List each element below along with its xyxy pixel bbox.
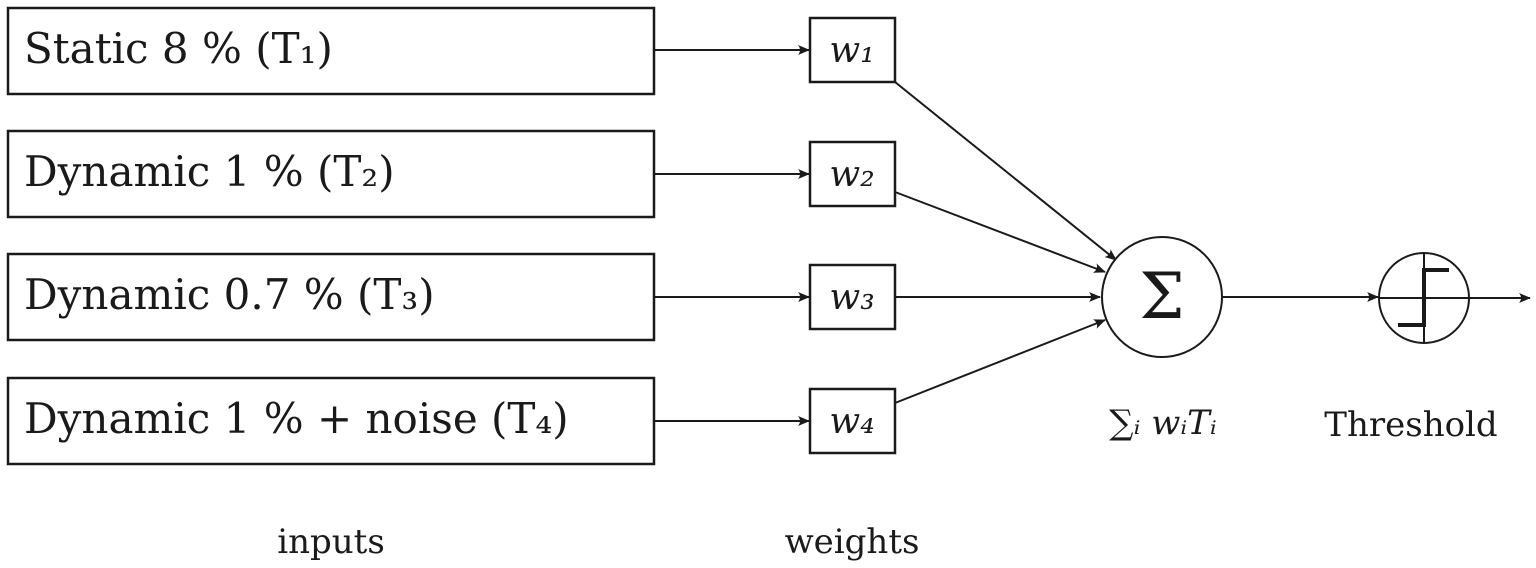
input-label-2: Dynamic 1 % (T₂) bbox=[24, 147, 395, 196]
weight-label-3: w₃ bbox=[829, 277, 874, 318]
weight-label-4: w₄ bbox=[829, 401, 874, 442]
input-box-3: Dynamic 0.7 % (T₃) bbox=[6, 252, 656, 342]
weight-label-1: w₁ bbox=[829, 30, 874, 71]
weight-box-1: w₁ bbox=[808, 16, 897, 84]
step-function-icon bbox=[1398, 268, 1449, 327]
weights-caption: weights bbox=[785, 522, 920, 562]
weight-box-3: w₃ bbox=[808, 263, 897, 331]
input-box-2: Dynamic 1 % (T₂) bbox=[6, 129, 656, 219]
input-label-1: Static 8 % (T₁) bbox=[24, 24, 333, 73]
input-box-4: Dynamic 1 % + noise (T₄) bbox=[6, 376, 656, 466]
threshold-node bbox=[1378, 252, 1470, 344]
arrow-w1-to-sum bbox=[894, 81, 1117, 261]
input-box-1: Static 8 % (T₁) bbox=[6, 6, 656, 96]
arrow-w4-to-sum bbox=[894, 319, 1106, 404]
weight-box-2: w₂ bbox=[808, 140, 897, 208]
sum-symbol: Σ bbox=[1139, 260, 1184, 334]
sum-node: Σ bbox=[1101, 236, 1223, 358]
arrow-w2-to-sum bbox=[894, 191, 1106, 273]
inputs-caption: inputs bbox=[277, 522, 385, 562]
weight-box-4: w₄ bbox=[808, 387, 897, 455]
sum-caption: ∑ᵢ wᵢTᵢ bbox=[1109, 403, 1216, 443]
weight-label-2: w₂ bbox=[829, 154, 874, 195]
input-label-4: Dynamic 1 % + noise (T₄) bbox=[24, 394, 569, 443]
threshold-caption: Threshold bbox=[1324, 405, 1497, 445]
input-label-3: Dynamic 0.7 % (T₃) bbox=[24, 270, 435, 319]
